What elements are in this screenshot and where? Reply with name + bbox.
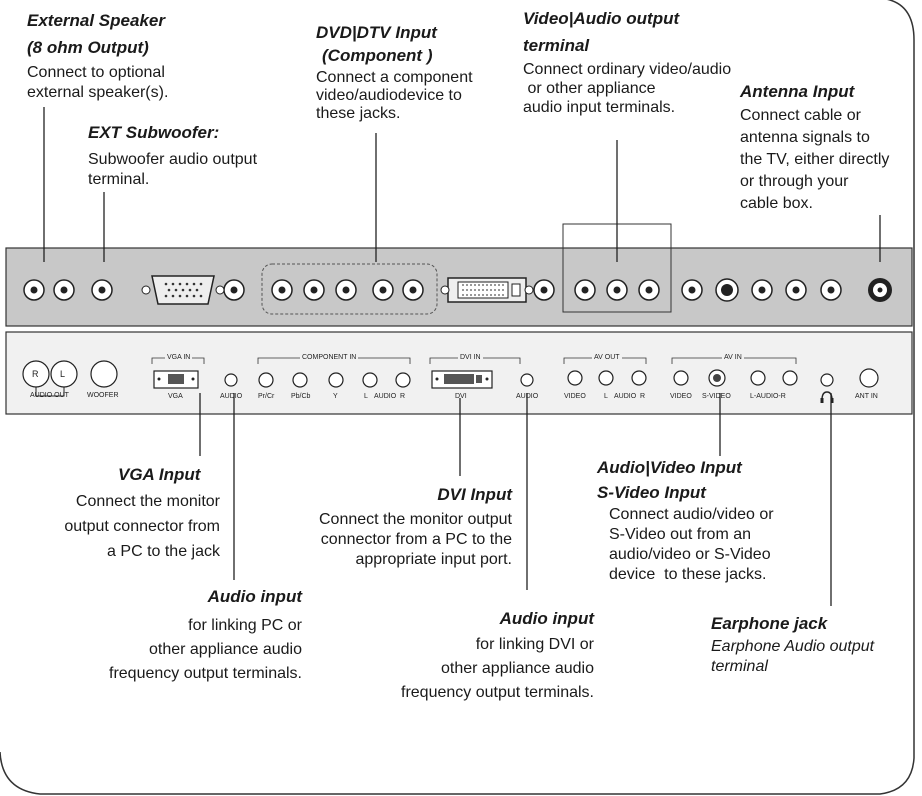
av-svideo-subtitle: S-Video Input bbox=[597, 483, 706, 502]
antenna-input-desc-5: cable box. bbox=[740, 195, 813, 212]
label-component-in: COMPONENT IN bbox=[300, 354, 359, 362]
label-avout-l: L bbox=[604, 393, 608, 400]
label-audio-dvi: AUDIO bbox=[516, 393, 539, 400]
dvi-input-desc-2: connector from a PC to the bbox=[320, 531, 512, 548]
antenna-input-desc-4: or through your bbox=[740, 173, 849, 190]
dvd-dtv-desc-2: video/audiodevice to bbox=[316, 87, 462, 104]
dvd-dtv-title: DVD|DTV Input bbox=[316, 23, 437, 42]
dvi-input-desc-3: appropriate input port. bbox=[355, 551, 512, 568]
ext-subwoofer-desc-1: Subwoofer audio output bbox=[88, 151, 258, 168]
audio-input-dvi-desc-2: other appliance audio bbox=[440, 660, 594, 677]
vga-input-desc-3: a PC to the jack bbox=[107, 543, 220, 560]
av-svideo-desc-2: S-Video out from an bbox=[609, 526, 752, 543]
antenna-input-title: Antenna Input bbox=[740, 82, 855, 101]
antenna-input-desc-3: the TV, either directly bbox=[740, 151, 890, 168]
audio-input-dvi-desc-3: frequency output terminals. bbox=[401, 684, 594, 701]
label-dvi: DVI bbox=[455, 393, 467, 400]
av-svideo-desc-4: device to these jacks. bbox=[609, 566, 767, 583]
audio-input-pc-desc-3: frequency output terminals. bbox=[109, 665, 302, 682]
label-comp-audio: AUDIO bbox=[374, 393, 397, 400]
label-comp-r: R bbox=[400, 393, 406, 400]
dvd-dtv-desc-3: these jacks. bbox=[316, 105, 401, 122]
label-dvi-in: DVI IN bbox=[458, 354, 483, 362]
external-speaker-desc-2: external speaker(s). bbox=[27, 84, 169, 101]
dvi-input-desc-1: Connect the monitor output bbox=[318, 511, 512, 528]
label-audio-vga: AUDIO bbox=[220, 393, 243, 400]
label-prcr: Pr/Cr bbox=[258, 393, 275, 400]
dvi-input-title: DVI Input bbox=[437, 485, 512, 504]
antenna-input-desc-1: Connect cable or bbox=[740, 107, 861, 124]
ext-subwoofer-title: EXT Subwoofer: bbox=[88, 123, 220, 142]
video-audio-output-title: Video|Audio output bbox=[523, 9, 680, 28]
external-speaker-desc-1: Connect to optional bbox=[27, 64, 165, 81]
label-woofer: WOOFER bbox=[87, 392, 119, 399]
ext-subwoofer-desc-2: terminal. bbox=[88, 171, 150, 188]
vga-input-desc-2: output connector from bbox=[64, 518, 220, 535]
top-vga-port bbox=[141, 275, 225, 305]
audio-input-pc-title: Audio input bbox=[207, 587, 302, 606]
bottom-jacks bbox=[22, 360, 879, 388]
video-audio-output-desc-2: or other appliance bbox=[523, 80, 656, 97]
external-speaker-title: External Speaker bbox=[27, 11, 165, 30]
label-ant-in: ANT IN bbox=[855, 393, 878, 400]
label-l: L bbox=[60, 369, 66, 379]
label-avout-audio: AUDIO bbox=[614, 393, 637, 400]
dvd-dtv-subtitle: (Component ) bbox=[322, 46, 433, 65]
vga-input-title: VGA Input bbox=[118, 465, 201, 484]
antenna-input-desc-2: antenna signals to bbox=[740, 129, 870, 146]
earphone-jack-desc-2: terminal bbox=[711, 658, 768, 675]
video-audio-output-desc-3: audio input terminals. bbox=[523, 99, 676, 116]
audio-input-pc-desc-2: other appliance audio bbox=[148, 641, 302, 658]
video-audio-output-subtitle: terminal bbox=[523, 36, 590, 55]
label-pbcb: Pb/Cb bbox=[291, 393, 311, 400]
audio-input-dvi-desc-1: for linking DVI or bbox=[475, 636, 594, 653]
label-avin-audio: L-AUDIO-R bbox=[750, 393, 786, 400]
av-svideo-desc-3: audio/video or S-Video bbox=[609, 546, 771, 563]
label-avin-video: VIDEO bbox=[670, 393, 692, 400]
top-rca-jacks bbox=[23, 278, 892, 302]
label-av-in: AV IN bbox=[722, 354, 744, 362]
dvd-dtv-desc-1: Connect a component bbox=[316, 69, 473, 86]
earphone-jack-desc-1: Earphone Audio output bbox=[711, 638, 875, 655]
video-audio-output-desc-1: Connect ordinary video/audio bbox=[523, 61, 732, 78]
av-svideo-desc-1: Connect audio/video or bbox=[609, 506, 774, 523]
label-avin-svideo: S-VIDEO bbox=[702, 393, 731, 400]
label-av-out: AV OUT bbox=[592, 354, 622, 362]
label-avout-r: R bbox=[640, 393, 646, 400]
top-dvi-port bbox=[440, 277, 534, 303]
label-vga-in: VGA IN bbox=[165, 354, 193, 362]
audio-input-pc-desc-1: for linking PC or bbox=[188, 617, 302, 634]
label-y: Y bbox=[333, 393, 338, 400]
leader-lines bbox=[43, 107, 881, 606]
label-comp-l: L bbox=[364, 393, 368, 400]
earphone-jack-title: Earphone jack bbox=[711, 614, 828, 633]
label-avout-video: VIDEO bbox=[564, 393, 586, 400]
label-r: R bbox=[32, 369, 39, 379]
label-vga: VGA bbox=[168, 393, 183, 400]
av-svideo-title: Audio|Video Input bbox=[597, 458, 742, 477]
vga-input-desc-1: Connect the monitor bbox=[75, 493, 220, 510]
audio-input-dvi-title: Audio input bbox=[499, 609, 594, 628]
label-audio-out: AUDIO OUT bbox=[30, 392, 69, 399]
external-speaker-subtitle: (8 ohm Output) bbox=[27, 38, 149, 57]
